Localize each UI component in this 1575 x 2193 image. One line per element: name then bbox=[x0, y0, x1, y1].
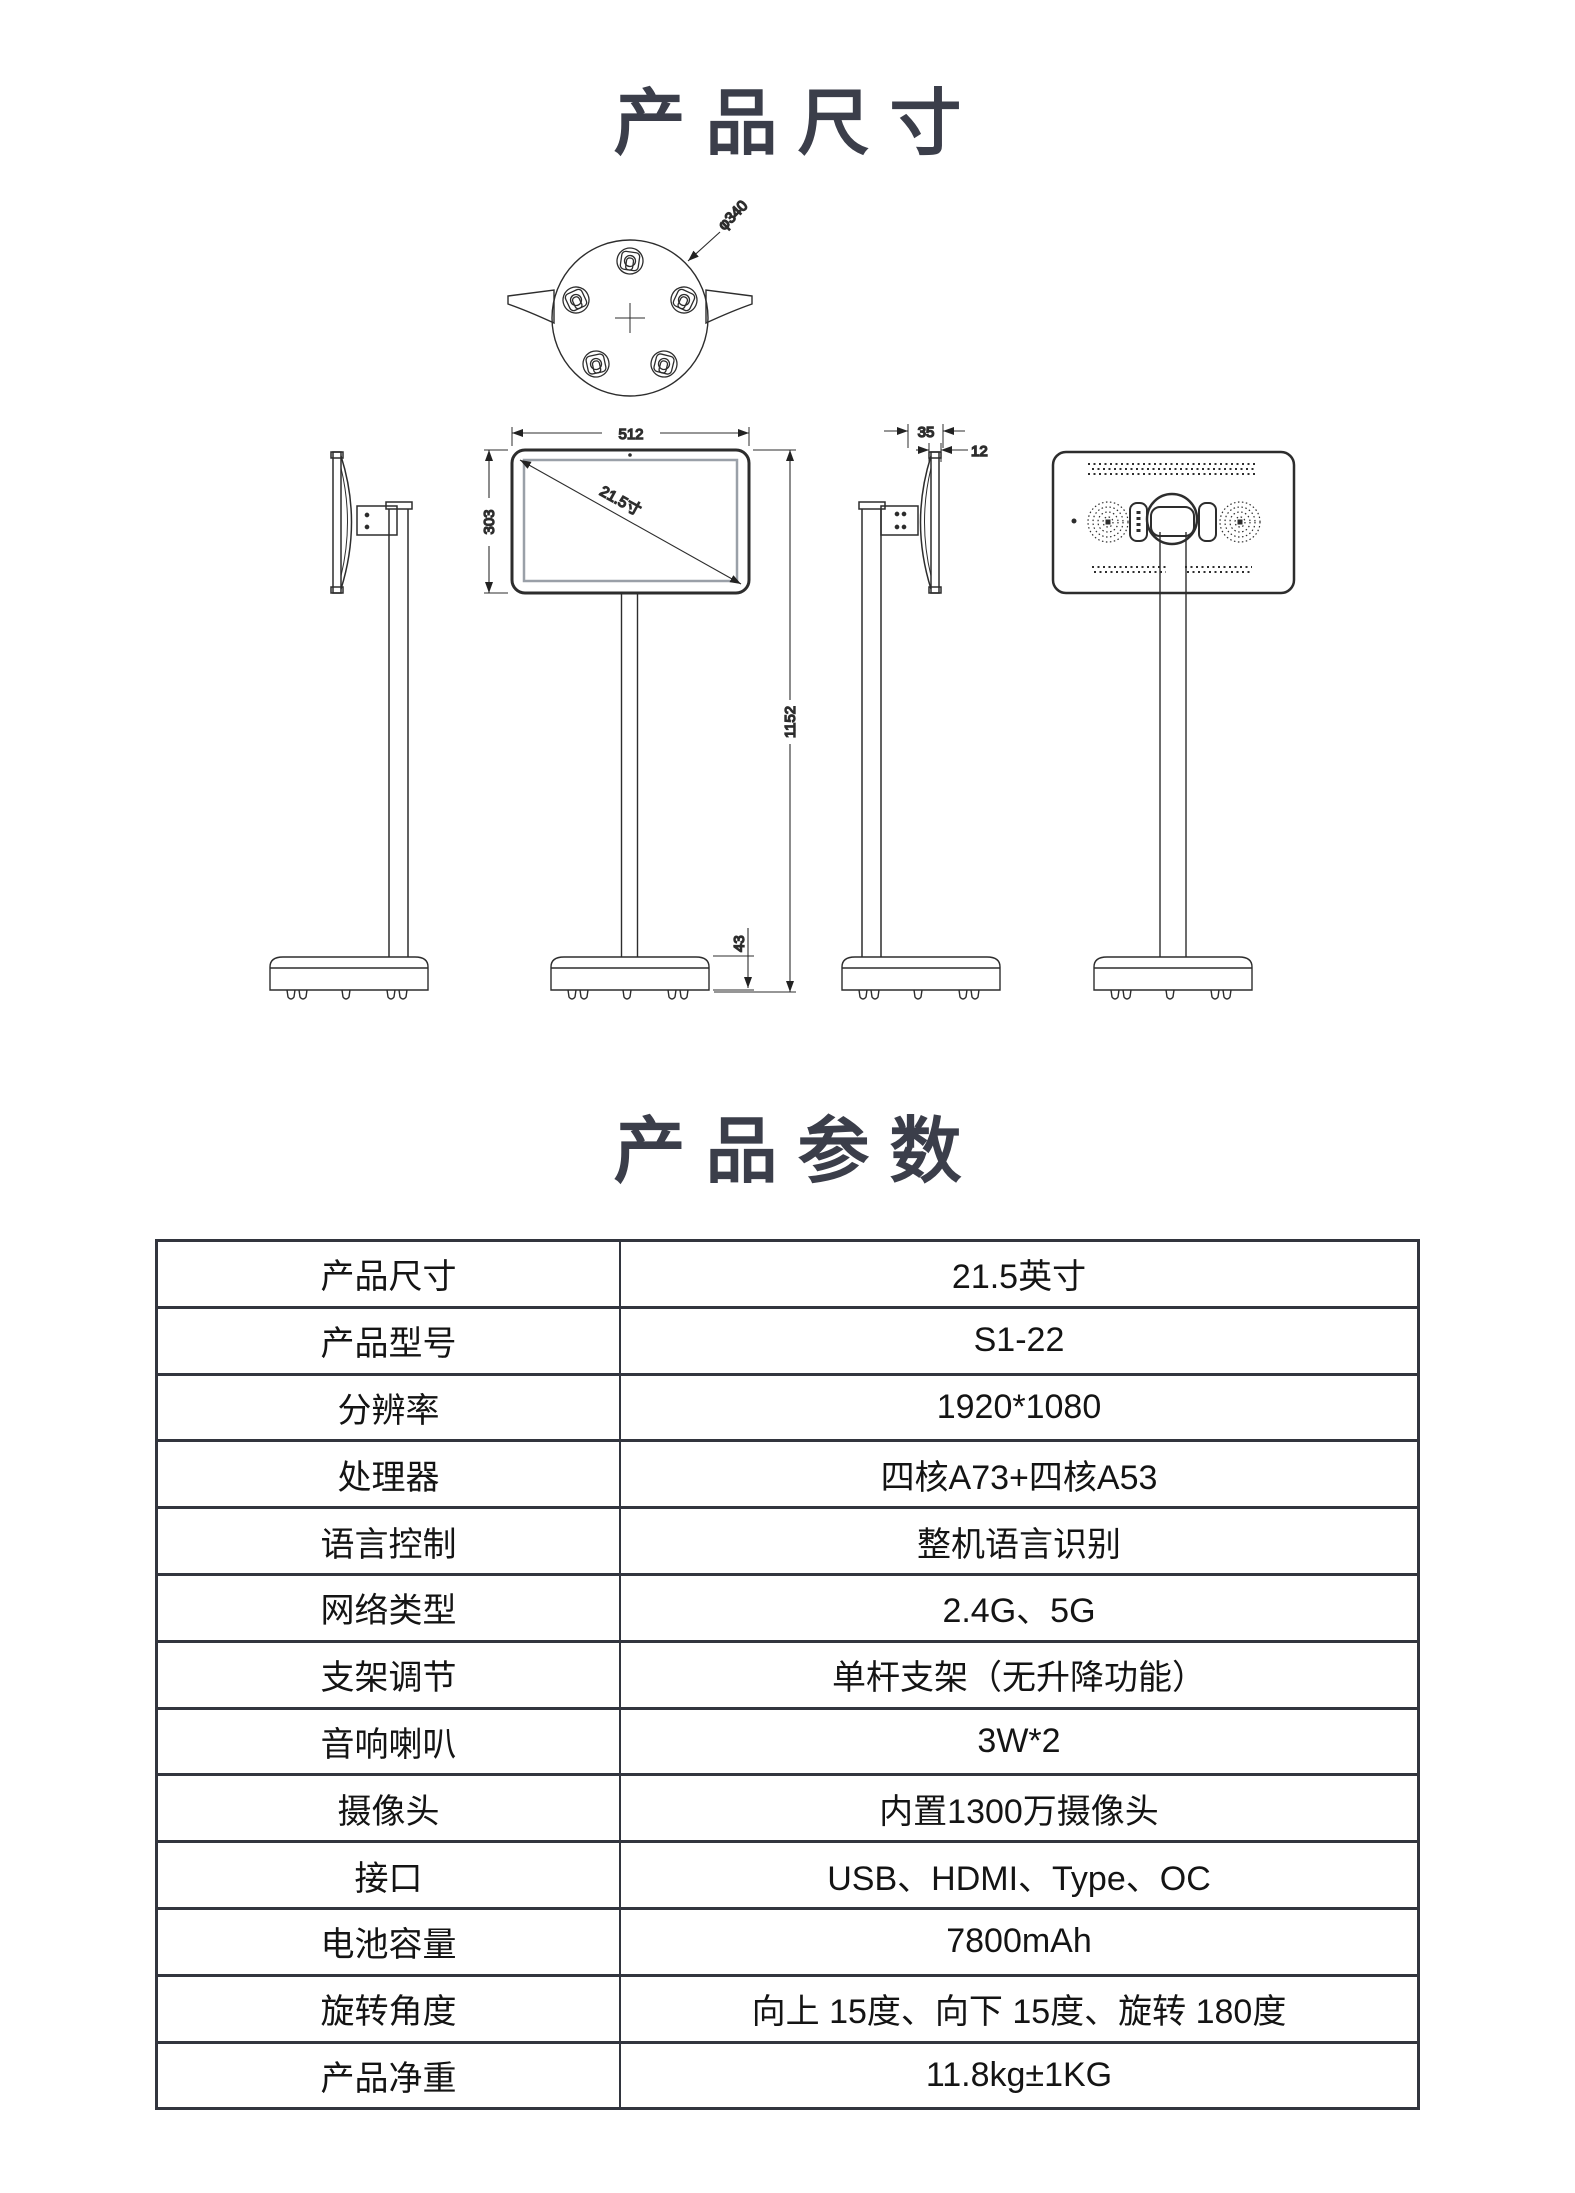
spec-label: 音响喇叭 bbox=[155, 1706, 621, 1777]
dim-screen-width-label: 512 bbox=[618, 426, 643, 443]
spec-row-stand-adjustment: 支架调节 单杆支架（无升降功能） bbox=[155, 1639, 1420, 1710]
dim-bezel-depth-label: 12 bbox=[971, 443, 988, 460]
spec-value: 向上 15度、向下 15度、旋转 180度 bbox=[619, 1973, 1420, 2044]
front-view-drawing: 21.5寸 512 303 1152 43 bbox=[480, 425, 800, 1000]
spec-row-camera: 摄像头 内置1300万摄像头 bbox=[155, 1773, 1420, 1844]
spec-value: 1920*1080 bbox=[619, 1372, 1420, 1443]
spec-value: 单杆支架（无升降功能） bbox=[619, 1639, 1420, 1710]
spec-row-voice-control: 语言控制 整机语言识别 bbox=[155, 1506, 1420, 1576]
product-spec-table: 产品尺寸 21.5英寸 产品型号 S1-22 分辨率 1920*1080 处理器… bbox=[155, 1239, 1420, 2111]
speaker-grille-right bbox=[1219, 501, 1261, 543]
spec-row-battery: 电池容量 7800mAh bbox=[155, 1906, 1420, 1977]
page-title-parameters: 产品参数 bbox=[613, 1112, 982, 1192]
spec-label: 分辨率 bbox=[155, 1372, 621, 1443]
spec-value: 整机语言识别 bbox=[619, 1506, 1420, 1576]
spec-label: 旋转角度 bbox=[155, 1973, 621, 2044]
port-slot-right bbox=[1198, 502, 1217, 542]
spec-label: 产品尺寸 bbox=[155, 1239, 621, 1309]
spec-label: 网络类型 bbox=[155, 1572, 621, 1643]
spec-row-network-type: 网络类型 2.4G、5G bbox=[155, 1572, 1420, 1643]
dim-total-height-label: 1152 bbox=[782, 706, 799, 738]
stand-mount-circle bbox=[1145, 492, 1199, 546]
spec-value: 2.4G、5G bbox=[619, 1572, 1420, 1643]
dim-screen-diagonal-label: 21.5寸 bbox=[597, 483, 644, 519]
spec-label: 产品净重 bbox=[155, 2040, 621, 2111]
spec-label: 摄像头 bbox=[155, 1773, 621, 1844]
spec-label: 电池容量 bbox=[155, 1906, 621, 1977]
product-dimension-drawing: φ340 21.5寸 512 bbox=[269, 197, 1296, 1000]
spec-row-model: 产品型号 S1-22 bbox=[155, 1305, 1420, 1376]
spec-label: 支架调节 bbox=[155, 1639, 621, 1710]
spec-label: 接口 bbox=[155, 1840, 621, 1910]
screen-edge-right-topview bbox=[705, 289, 753, 325]
vent-holes-top bbox=[1088, 463, 1258, 475]
port-slot-left bbox=[1129, 502, 1148, 542]
page-title-dimensions: 产品尺寸 bbox=[613, 84, 982, 164]
spec-value: 3W*2 bbox=[619, 1706, 1420, 1777]
power-button-dot bbox=[1071, 518, 1077, 524]
spec-value: 7800mAh bbox=[619, 1906, 1420, 1977]
top-view-drawing: φ340 bbox=[507, 197, 753, 397]
spec-row-processor: 处理器 四核A73+四核A53 bbox=[155, 1439, 1420, 1510]
spec-value: 四核A73+四核A53 bbox=[619, 1439, 1420, 1510]
spec-value: 21.5英寸 bbox=[619, 1239, 1420, 1309]
spec-row-net-weight: 产品净重 11.8kg±1KG bbox=[155, 2040, 1420, 2111]
spec-row-ports: 接口 USB、HDMI、Type、OC bbox=[155, 1840, 1420, 1910]
spec-row-speakers: 音响喇叭 3W*2 bbox=[155, 1706, 1420, 1777]
spec-value: 11.8kg±1KG bbox=[619, 2040, 1420, 2111]
spec-value: S1-22 bbox=[619, 1305, 1420, 1376]
spec-label: 产品型号 bbox=[155, 1305, 621, 1376]
spec-label: 处理器 bbox=[155, 1439, 621, 1510]
dim-screen-depth-label: 35 bbox=[918, 424, 935, 441]
dim-base-diameter-label: φ340 bbox=[715, 197, 752, 234]
vent-holes-bottom bbox=[1092, 566, 1252, 573]
screen-edge-left-topview bbox=[507, 289, 555, 325]
side-view-right-drawing: 35 12 bbox=[841, 423, 1001, 1000]
speaker-grille-left bbox=[1087, 501, 1129, 543]
spec-value: 内置1300万摄像头 bbox=[619, 1773, 1420, 1844]
dim-base-height-label: 43 bbox=[731, 935, 748, 952]
spec-value: USB、HDMI、Type、OC bbox=[619, 1840, 1420, 1910]
spec-row-resolution: 分辨率 1920*1080 bbox=[155, 1372, 1420, 1443]
spec-label: 语言控制 bbox=[155, 1506, 621, 1576]
back-view-drawing bbox=[1051, 450, 1296, 1000]
side-view-left-drawing bbox=[269, 451, 429, 1000]
dim-screen-height-label: 303 bbox=[481, 509, 498, 534]
spec-row-product-size: 产品尺寸 21.5英寸 bbox=[155, 1239, 1420, 1309]
spec-row-rotation: 旋转角度 向上 15度、向下 15度、旋转 180度 bbox=[155, 1973, 1420, 2044]
